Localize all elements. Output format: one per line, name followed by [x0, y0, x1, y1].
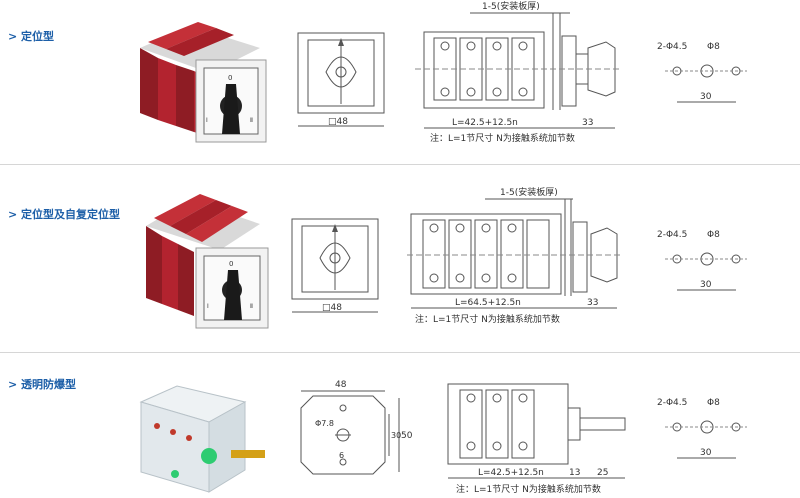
front-view-drawing: □48 [291, 218, 379, 313]
knob-mark-2: Ⅱ [250, 117, 253, 124]
hole-spacing: 30 [700, 92, 712, 102]
hole-pattern-drawing: 2-Φ4.5 Φ8 30 [657, 398, 747, 459]
dim-13: 13 [569, 468, 580, 478]
dim-25: 25 [597, 468, 608, 478]
product-photo-transparent-switch [139, 385, 265, 493]
hole-small: Φ7.8 [315, 419, 334, 428]
knob-mark-2: Ⅱ [250, 303, 253, 310]
shaft-length: 33 [582, 118, 593, 128]
section-positioning: > 定位型 0 Ⅰ Ⅱ □48 1-5(安装板厚) [0, 0, 800, 160]
hole-center: 6 [339, 451, 344, 460]
thickness-label: 1-5(安装板厚) [482, 0, 540, 12]
side-view-drawing: L=42.5+12.5n 13 25 注：L=1节尺寸 N为接触系统加节数 [447, 383, 626, 495]
note-text: 注：L=1节尺寸 N为接触系统加节数 [456, 483, 601, 495]
section-divider [0, 352, 800, 353]
section-title: > 定位型 [8, 30, 55, 43]
height-dim-2: 30 [391, 431, 401, 440]
hole-spacing: 30 [700, 280, 712, 290]
section-divider [0, 164, 800, 165]
height-dim-1: 50 [401, 431, 413, 441]
section-title: > 透明防爆型 [8, 378, 77, 391]
shaft-hole-label: Φ8 [707, 42, 720, 52]
knob-mark-0: 0 [228, 74, 232, 82]
product-photo-switch: 0 Ⅰ Ⅱ [146, 194, 269, 329]
section-title: > 定位型及自复定位型 [8, 208, 121, 221]
product-photo-switch: 0 Ⅰ Ⅱ [140, 22, 267, 143]
note-text: 注：L=1节尺寸 N为接触系统加节数 [415, 313, 560, 325]
shaft-hole-label: Φ8 [707, 230, 720, 240]
section-transparent-explosion-proof: > 透明防爆型 48 Φ7.8 6 50 30 [0, 354, 800, 498]
hole-label: 2-Φ4.5 [657, 230, 687, 240]
hole-pattern-drawing: 2-Φ4.5 Φ8 30 [657, 42, 747, 103]
note-text: 注：L=1节尺寸 N为接触系统加节数 [430, 132, 575, 144]
front-view-drawing: 48 Φ7.8 6 50 30 [300, 380, 413, 475]
front-view-drawing: □48 [297, 32, 385, 127]
knob-mark-1: Ⅰ [206, 117, 208, 124]
side-view-drawing: 1-5(安装板厚) L=42.5+12.5n 33 注：L=1节尺寸 N为接触系… [415, 0, 622, 144]
thickness-label: 1-5(安装板厚) [500, 186, 558, 198]
length-formula: L=64.5+12.5n [455, 298, 521, 308]
hole-label: 2-Φ4.5 [657, 42, 687, 52]
shaft-length: 33 [587, 298, 598, 308]
front-dim-label: □48 [328, 117, 348, 127]
length-formula: L=42.5+12.5n [452, 118, 518, 128]
side-view-drawing: 1-5(安装板厚) L=64.5+12.5n 33 注：L=1节尺寸 N为接触系… [407, 186, 623, 325]
hole-label: 2-Φ4.5 [657, 398, 687, 408]
length-formula: L=42.5+12.5n [478, 468, 544, 478]
hole-spacing: 30 [700, 448, 712, 458]
section-positioning-self-return: > 定位型及自复定位型 0 Ⅰ Ⅱ □48 1-5(安装板厚) [0, 166, 800, 346]
front-dim-label: □48 [322, 303, 342, 313]
shaft-hole-label: Φ8 [707, 398, 720, 408]
knob-mark-0: 0 [229, 260, 233, 268]
width-dim: 48 [335, 380, 347, 390]
hole-pattern-drawing: 2-Φ4.5 Φ8 30 [657, 230, 747, 291]
knob-mark-1: Ⅰ [207, 303, 209, 310]
